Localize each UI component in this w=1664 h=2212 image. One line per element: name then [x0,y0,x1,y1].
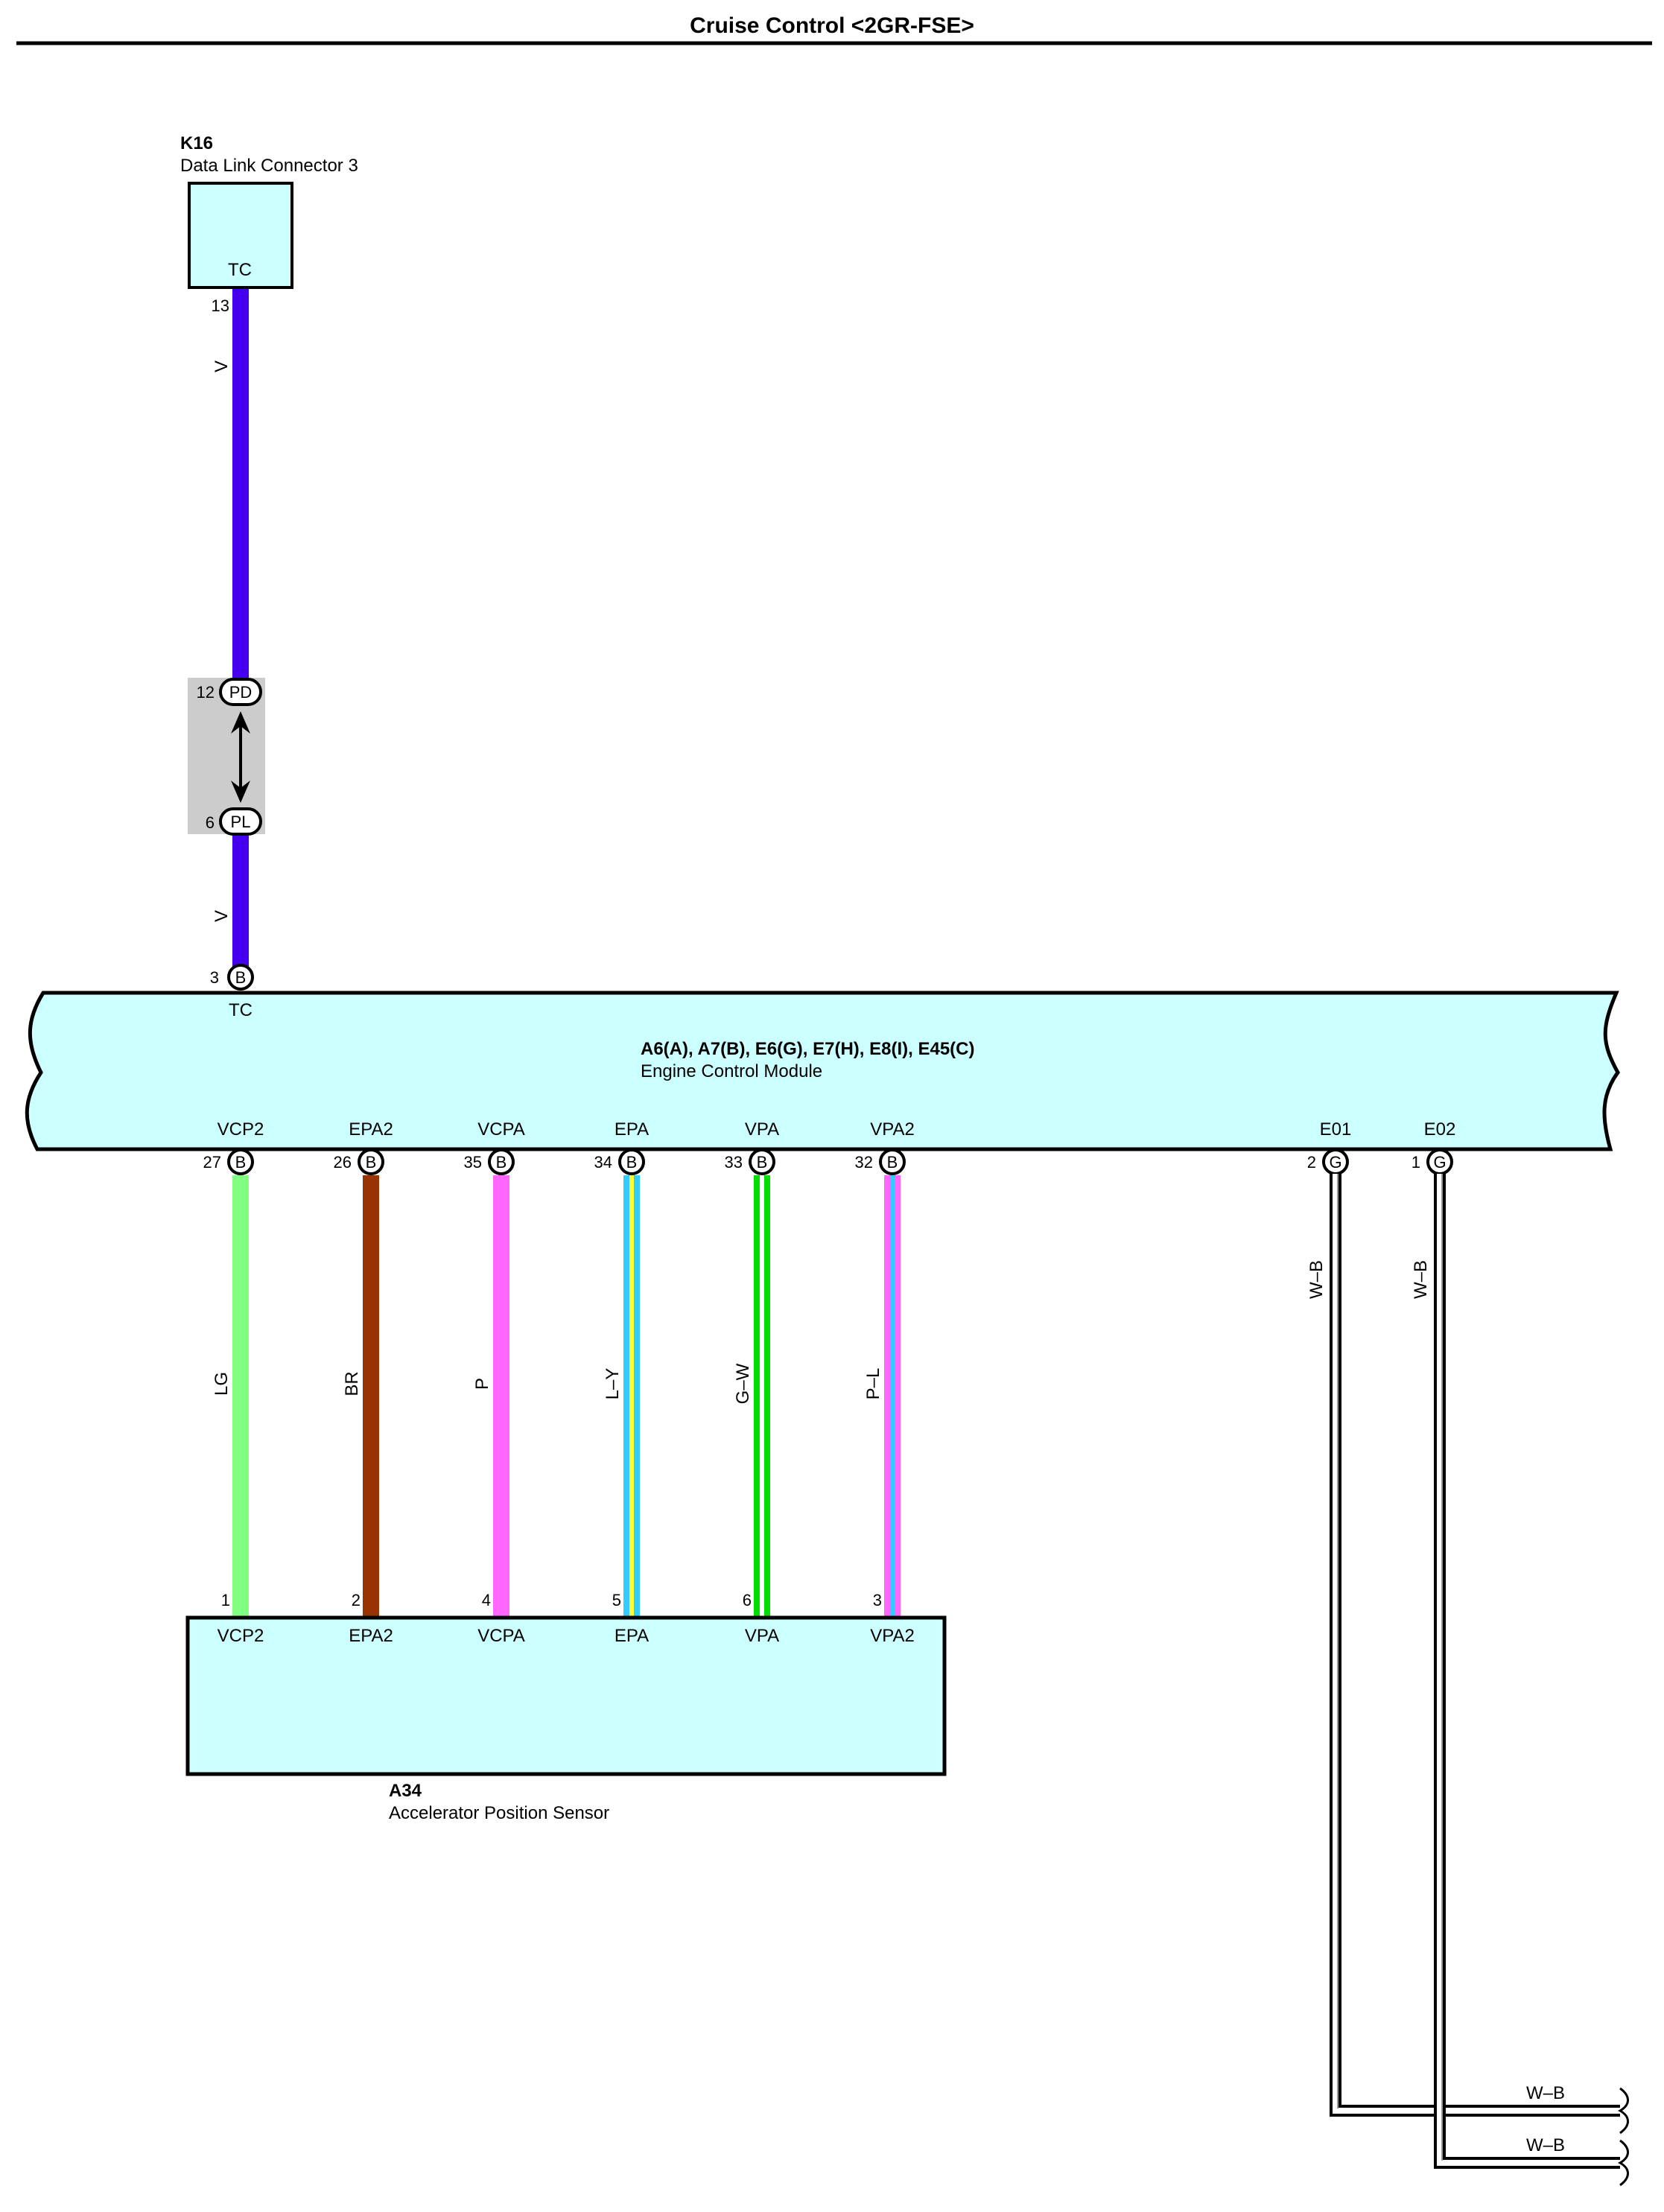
ecm-pin-terminal [358,1148,384,1175]
ecm-pin-name: VCPA [477,1119,525,1140]
wire-stripe [890,1175,895,1616]
ecm-pin-number: 32 [855,1153,873,1172]
ecm-pin-number: 35 [464,1153,482,1172]
ecm-ground-pin-number: 2 [1307,1153,1316,1172]
ecm-pin-conn: B [887,1153,898,1172]
ecm-pin-name: VPA2 [870,1119,915,1140]
sensor-wire-label: G–W [733,1363,753,1404]
sensor-pin-number: 4 [482,1591,491,1609]
dlc-code: K16 [180,133,213,153]
wire-base [363,1175,379,1616]
ecm-tc-pin-number: 3 [210,968,219,987]
junction-top-terminal [219,678,262,706]
ecm-tc-terminal [227,964,254,991]
junction-arrow-down-icon [231,781,250,803]
ground-wire-label: W–B [1411,1260,1431,1299]
wire-stripe [760,1175,764,1616]
junction-bottom-code: PL [231,813,251,831]
sensor-wire: L–Y [603,1175,640,1616]
ecm-pin-terminal [227,1148,254,1175]
ecm-name: Engine Control Module [641,1061,822,1081]
ecm-codes: A6(A), A7(B), E6(G), E7(H), E8(I), E45(C… [641,1039,975,1059]
ecm-tc-conn: B [235,968,247,987]
junction-bottom-terminal [219,807,262,836]
ecm-pin-number: 34 [594,1153,612,1172]
ecm-tc-name: TC [229,1000,253,1020]
ecm-pin-conn: B [366,1153,377,1172]
junction-top-pin: 12 [197,683,215,702]
sensor-pin-number: 2 [352,1591,361,1609]
wire-v-upper [232,289,249,685]
ground-wire-inner [1437,1174,1620,2166]
sensor-pin-name: VCPA [477,1626,525,1646]
page-title: Cruise Control <2GR-FSE> [690,13,974,38]
ecm-pin-terminal [488,1148,515,1175]
ecm-ground-pin-number: 1 [1411,1153,1420,1172]
junction-top-code: PD [229,683,253,702]
sensor-wire: P–L [863,1175,901,1616]
ecm-pin-number: 27 [203,1153,221,1172]
sensor-code: A34 [389,1781,422,1801]
junction-arrow-up-icon [231,711,250,734]
ecm-ground-pin-name: E01 [1320,1119,1352,1140]
ecm-body [25,991,1620,1151]
ecm-pin-conn: B [757,1153,768,1172]
sensor-wire: LG [212,1175,249,1616]
sensor-pin-name: VPA [745,1626,779,1646]
ecm-pin-number: 33 [725,1153,743,1172]
wire-v-lower [232,836,249,976]
dlc-pin-number: 13 [212,296,229,315]
ground-wire-inner [1333,1174,1620,2114]
sensor-wire: P [472,1175,509,1616]
junction-bottom-pin: 6 [206,813,215,832]
sensor-wire: G–W [733,1175,770,1616]
ground-wire-label: W–B [1306,1260,1327,1299]
dlc-pin-name: TC [228,260,252,280]
ground-wire-outer [1330,1174,1620,2117]
sensor-pin-number: 5 [612,1591,621,1609]
wire-stripe [629,1175,634,1616]
ecm-ground-pin-conn: G [1329,1153,1341,1172]
wire-v-upper-label: V [212,360,232,372]
ecm-pin-terminal [749,1148,775,1175]
dlc-box [188,182,293,289]
sensor-wire-label: P [472,1378,492,1390]
ecm-ground-pin-conn: G [1433,1153,1446,1172]
sensor-wire-label: P–L [863,1368,883,1400]
sensor-name: Accelerator Position Sensor [389,1803,609,1823]
sensor-pin-name: EPA [615,1626,649,1646]
sensor-pin-number: 1 [221,1591,230,1609]
sensor-pin-name: EPA2 [349,1626,393,1646]
ground-wire-end-label: W–B [1526,2135,1565,2155]
ecm-pin-number: 26 [334,1153,352,1172]
sensor-pin-name: VCP2 [217,1626,264,1646]
dlc-name: Data Link Connector 3 [180,156,358,176]
ecm-pin-conn: B [626,1153,638,1172]
ground-wire-end-label: W–B [1526,2083,1565,2103]
ground-wire-outer [1434,1174,1620,2169]
sensor-wire-label: L–Y [603,1368,623,1400]
ecm-pin-name: VCP2 [217,1119,264,1140]
ecm-ground-pin-name: E02 [1424,1119,1456,1140]
ecm-pin-name: EPA [615,1119,649,1140]
sensor-pin-name: VPA2 [870,1626,915,1646]
ecm-pin-conn: B [235,1153,247,1172]
ecm-pin-terminal [618,1148,645,1175]
sensor-wire: BR [342,1175,379,1616]
wire-v-lower-label: V [212,910,232,922]
sensor-box [185,1615,947,1776]
sensor-pin-number: 3 [873,1591,882,1609]
ecm-pin-conn: B [496,1153,507,1172]
wire-base [493,1175,509,1616]
ecm-pin-name: EPA2 [349,1119,393,1140]
ecm-pin-name: VPA [745,1119,779,1140]
ecm-pin-terminal [879,1148,906,1175]
wire-base [232,1175,249,1616]
continuation-brace-icon [1617,2139,1629,2187]
sensor-wire-label: LG [212,1372,232,1396]
continuation-brace-icon [1617,2087,1629,2135]
sensor-wire-label: BR [342,1371,362,1396]
sensor-pin-number: 6 [743,1591,752,1609]
